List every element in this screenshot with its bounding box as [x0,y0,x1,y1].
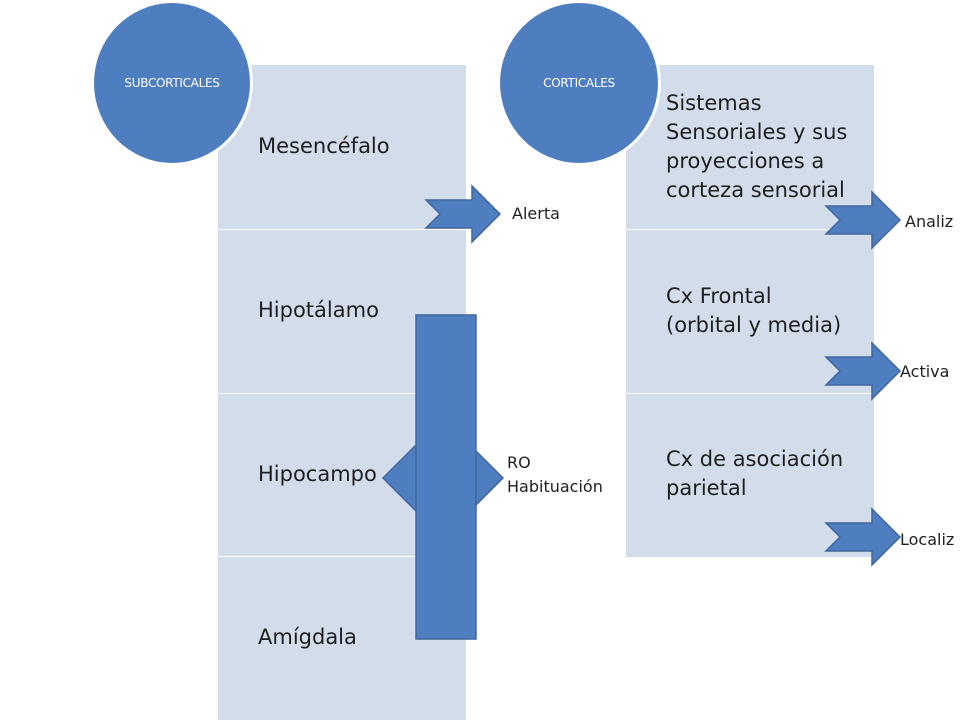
row-divider [218,229,466,230]
row-hipotalamo: Hipotálamo [258,298,379,322]
ro-line: RO [507,453,531,472]
row-divider [218,393,466,394]
activa-label: Activa [900,362,950,381]
row-line: proyecciones a [666,149,825,173]
localiza-arrow [824,507,902,567]
row-line: (orbital y media) [666,313,842,337]
ro-label: RO Habituación [507,451,603,499]
row-cx-frontal: Cx Frontal (orbital y media) [666,282,841,340]
row-mesencefalo: Mesencéfalo [258,134,390,158]
corticales-badge: CORTICALES [497,0,661,166]
row-sistemas-sensoriales: Sistemas Sensoriales y sus proyecciones … [666,89,847,205]
subcorticales-badge: SUBCORTICALES [91,0,253,166]
analiza-label: Analiz [905,212,954,231]
row-line: Cx Frontal [666,284,772,308]
row-line: corteza sensorial [666,178,845,202]
alerta-arrow [424,184,502,244]
vertical-bar [415,314,477,640]
row-divider [218,556,466,557]
row-line: Sensoriales y sus [666,120,848,144]
row-line: Sistemas [666,91,762,115]
habituacion-line: Habituación [507,477,603,496]
row-hipocampo: Hipocampo [258,462,377,486]
analiza-arrow [824,190,902,250]
corticales-panel [626,65,874,557]
row-line: Cx de asociación [666,447,844,471]
row-divider [626,229,874,230]
row-line: parietal [666,476,747,500]
row-divider [626,393,874,394]
alerta-label: Alerta [512,204,560,223]
row-amigdala: Amígdala [258,625,357,649]
activa-arrow [824,341,902,401]
localiza-label: Localiz [900,530,955,549]
row-cx-asociacion-parietal: Cx de asociación parietal [666,445,843,503]
